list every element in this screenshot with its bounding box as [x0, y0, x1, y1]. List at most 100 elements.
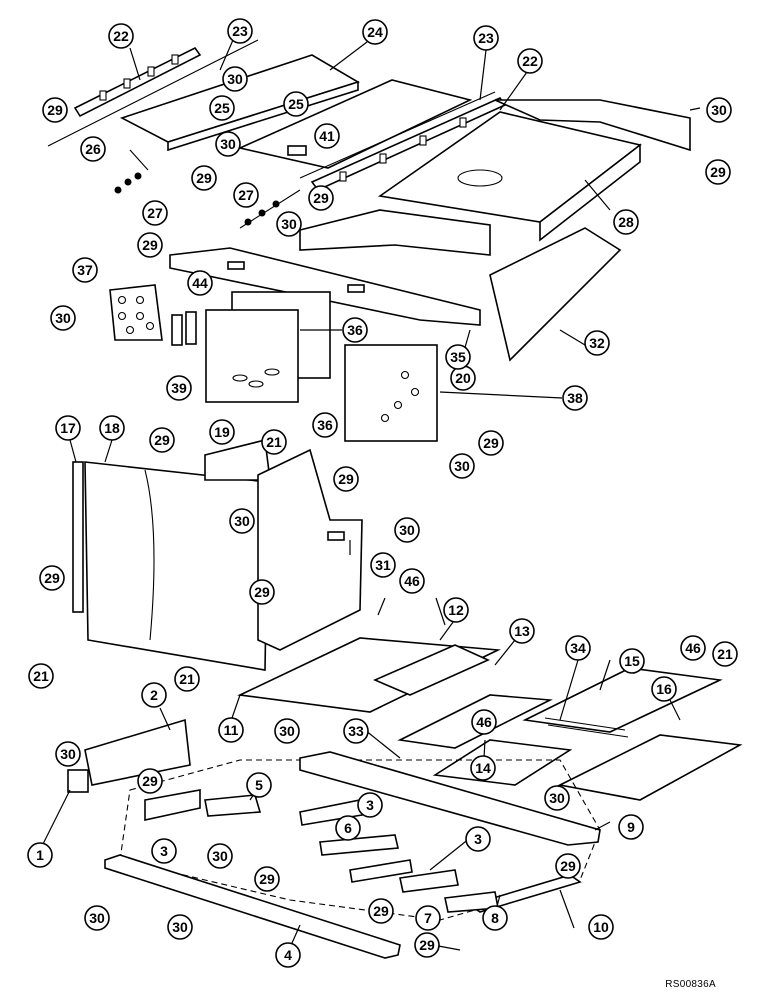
- right-side-panel: [489, 227, 622, 362]
- svg-text:29: 29: [142, 237, 158, 253]
- svg-text:19: 19: [214, 424, 230, 440]
- floor-hinge-strip: [544, 717, 629, 738]
- callout: 29: [333, 466, 359, 492]
- floor-access-panel: [432, 739, 573, 786]
- svg-text:29: 29: [373, 903, 389, 919]
- svg-text:3: 3: [160, 843, 168, 859]
- callout: 46: [471, 709, 497, 735]
- callout: 27: [233, 182, 259, 208]
- svg-text:30: 30: [711, 102, 727, 118]
- svg-text:26: 26: [85, 141, 101, 157]
- callout: 39: [166, 375, 192, 401]
- svg-text:30: 30: [454, 458, 470, 474]
- callout: 31: [370, 552, 396, 578]
- callout: 41: [314, 123, 340, 149]
- callout: 4: [275, 942, 301, 968]
- svg-text:21: 21: [33, 668, 49, 684]
- svg-text:29: 29: [142, 773, 158, 789]
- callout: 33: [343, 718, 369, 744]
- svg-text:21: 21: [179, 671, 195, 687]
- svg-text:30: 30: [60, 746, 76, 762]
- svg-text:30: 30: [279, 723, 295, 739]
- callout: 30: [274, 718, 300, 744]
- svg-text:36: 36: [317, 417, 333, 433]
- callout: 29: [149, 427, 175, 453]
- svg-text:30: 30: [172, 919, 188, 935]
- callout: 23: [473, 25, 499, 51]
- callout: 30: [229, 508, 255, 534]
- svg-text:14: 14: [475, 760, 491, 776]
- callout: 24: [362, 19, 388, 45]
- leader-lines: [39, 39, 701, 953]
- svg-text:25: 25: [288, 96, 304, 112]
- callout: 21: [712, 641, 738, 667]
- rail-segment-f: [399, 869, 459, 893]
- long-side-rail-right: [299, 751, 601, 846]
- callout: 29: [137, 232, 163, 258]
- side-rail-top-right: [494, 99, 691, 152]
- svg-text:30: 30: [281, 216, 297, 232]
- callout: 38: [562, 385, 588, 411]
- callout: 29: [191, 165, 217, 191]
- callout: 29: [249, 579, 275, 605]
- long-side-rail-left: [104, 854, 401, 959]
- callout: 36: [342, 317, 368, 343]
- roof-panel-top: [237, 79, 473, 169]
- callout: 16: [651, 676, 677, 702]
- svg-text:30: 30: [212, 848, 228, 864]
- svg-text:23: 23: [232, 23, 248, 39]
- left-curved-side-panel: [84, 461, 269, 671]
- callout: 21: [28, 663, 54, 689]
- callout: 15: [619, 648, 645, 674]
- svg-text:30: 30: [89, 910, 105, 926]
- callout: 34: [565, 635, 591, 661]
- rail-segment-c: [299, 799, 363, 826]
- svg-text:12: 12: [448, 602, 464, 618]
- svg-text:29: 29: [47, 102, 63, 118]
- callout: 9: [618, 814, 644, 840]
- callout: 29: [555, 853, 581, 879]
- callout: 25: [283, 91, 309, 117]
- svg-text:18: 18: [104, 420, 120, 436]
- roof-tray: [377, 111, 642, 242]
- callout: 12: [443, 597, 469, 623]
- callout: 2: [141, 682, 167, 708]
- roof-hinge-strip-left: [73, 46, 202, 118]
- callout: 14: [470, 755, 496, 781]
- svg-text:24: 24: [367, 24, 383, 40]
- callout: 32: [584, 330, 610, 356]
- svg-text:9: 9: [627, 819, 635, 835]
- svg-text:28: 28: [618, 214, 634, 230]
- callout: 23: [227, 18, 253, 44]
- callout: 27: [142, 200, 168, 226]
- svg-text:29: 29: [313, 190, 329, 206]
- drawing-reference-code: RS00836A: [665, 979, 716, 990]
- svg-text:4: 4: [284, 947, 292, 963]
- callout: 29: [368, 898, 394, 924]
- svg-text:22: 22: [522, 53, 538, 69]
- callout: 5: [246, 772, 272, 798]
- svg-text:2: 2: [150, 687, 158, 703]
- callout: 28: [613, 209, 639, 235]
- callout: 30: [394, 517, 420, 543]
- right-perforated-panel: [344, 344, 438, 442]
- svg-text:21: 21: [717, 646, 733, 662]
- callout: 10: [588, 914, 614, 940]
- callout: 29: [414, 932, 440, 958]
- svg-text:21: 21: [266, 434, 282, 450]
- svg-text:29: 29: [154, 432, 170, 448]
- svg-text:30: 30: [227, 71, 243, 87]
- callout: 36: [312, 412, 338, 438]
- callout: 29: [308, 185, 334, 211]
- svg-text:22: 22: [113, 28, 129, 44]
- callout: 22: [108, 23, 134, 49]
- callout: 30: [449, 453, 475, 479]
- filter-panel-front: [205, 309, 299, 403]
- callout: 20: [450, 365, 476, 391]
- callout: 22: [517, 48, 543, 74]
- rail-segment-e: [349, 859, 413, 883]
- callout: 13: [509, 618, 535, 644]
- callout: 30: [544, 785, 570, 811]
- svg-text:3: 3: [366, 797, 374, 813]
